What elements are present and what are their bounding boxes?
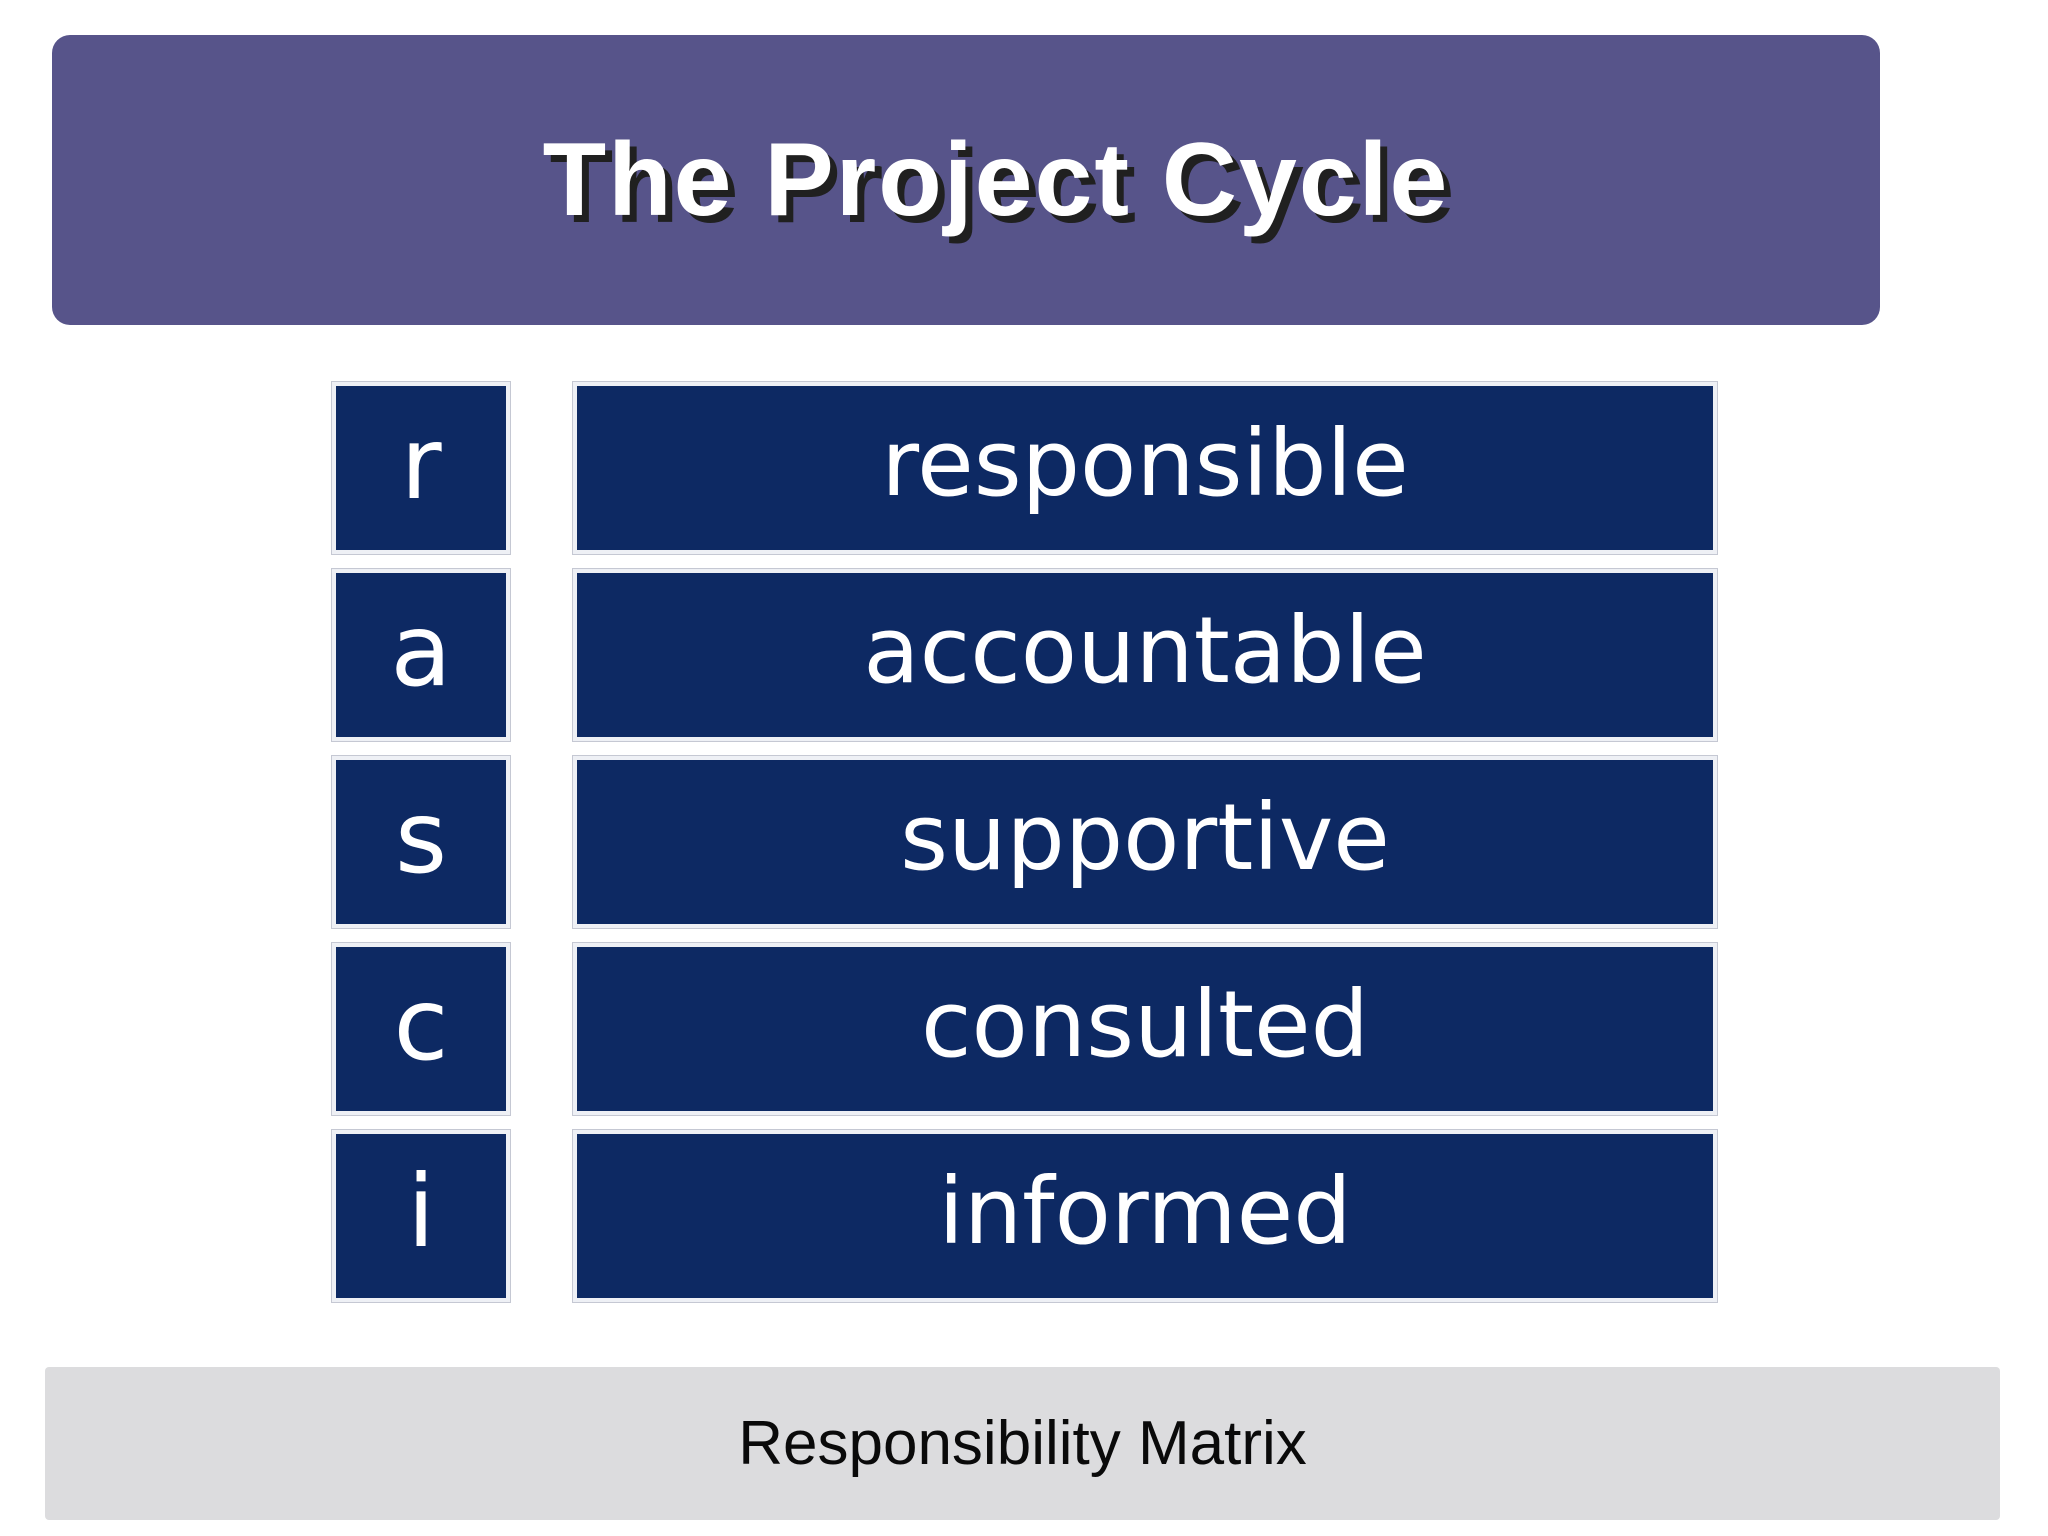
rasci-letter-cell-s: s (331, 755, 511, 929)
rasci-word-cell-consulted: consulted (572, 942, 1718, 1116)
matrix-row-responsible: r responsible (0, 381, 2048, 555)
rasci-word: informed (938, 1158, 1352, 1265)
rasci-letter-cell-r: r (331, 381, 511, 555)
rasci-word: supportive (900, 784, 1390, 891)
matrix-row-informed: i informed (0, 1129, 2048, 1303)
footer-bar: Responsibility Matrix (45, 1367, 2000, 1520)
rasci-letter-cell-c: c (331, 942, 511, 1116)
rasci-letter-cell-a: a (331, 568, 511, 742)
rasci-letter: i (407, 1153, 435, 1270)
rasci-letter: s (394, 779, 448, 896)
rasci-word-cell-informed: informed (572, 1129, 1718, 1303)
rasci-word: accountable (863, 597, 1427, 704)
rasci-word: consulted (920, 971, 1370, 1078)
rasci-letter: a (390, 592, 452, 709)
rasci-word-cell-responsible: responsible (572, 381, 1718, 555)
matrix-row-accountable: a accountable (0, 568, 2048, 742)
page-title: The Project Cycle (542, 121, 1450, 238)
footer-label: Responsibility Matrix (738, 1409, 1307, 1478)
rasci-letter: r (400, 405, 442, 522)
rasci-word: responsible (881, 410, 1409, 517)
matrix-row-supportive: s supportive (0, 755, 2048, 929)
title-banner: The Project Cycle (52, 35, 1880, 325)
rasci-letter: c (393, 966, 449, 1083)
rasci-word-cell-accountable: accountable (572, 568, 1718, 742)
rasci-word-cell-supportive: supportive (572, 755, 1718, 929)
matrix-row-consulted: c consulted (0, 942, 2048, 1116)
rasci-letter-cell-i: i (331, 1129, 511, 1303)
